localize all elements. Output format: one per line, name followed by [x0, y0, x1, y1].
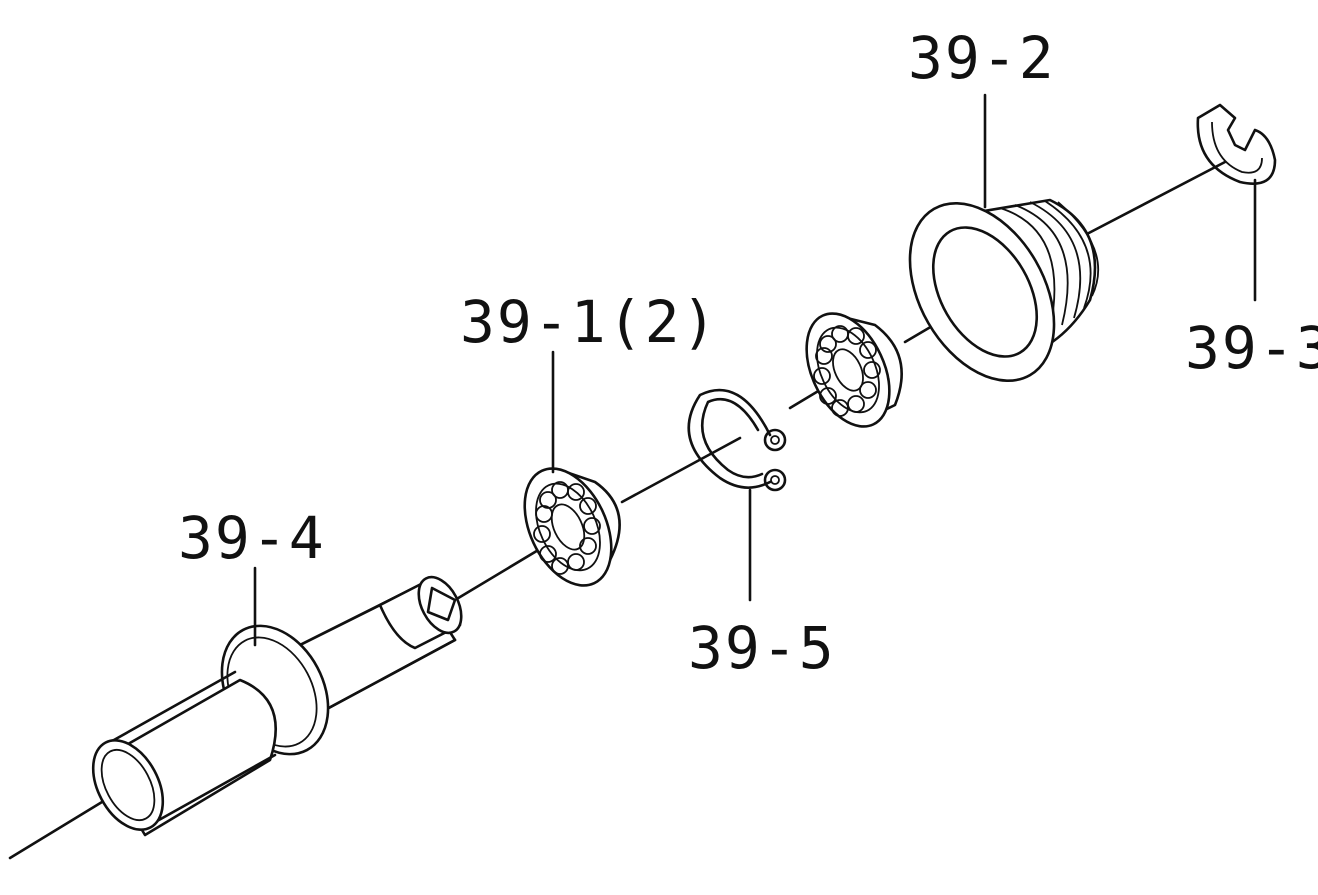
label-39-1: 39-1(2)	[460, 288, 718, 356]
eclip-part-39-3	[1196, 103, 1277, 185]
label-39-4: 39-4	[178, 504, 326, 572]
label-39-5: 39-5	[688, 614, 836, 682]
circlip-part-39-5	[687, 388, 787, 492]
housing-part-39-2	[908, 198, 1100, 383]
bearing-part-39-1-front	[523, 467, 621, 587]
shaft-part-39-4	[91, 575, 463, 837]
bearing-part-39-1-rear	[805, 312, 903, 428]
label-39-2: 39-2	[908, 24, 1056, 92]
label-39-3: 39-3	[1185, 314, 1318, 382]
